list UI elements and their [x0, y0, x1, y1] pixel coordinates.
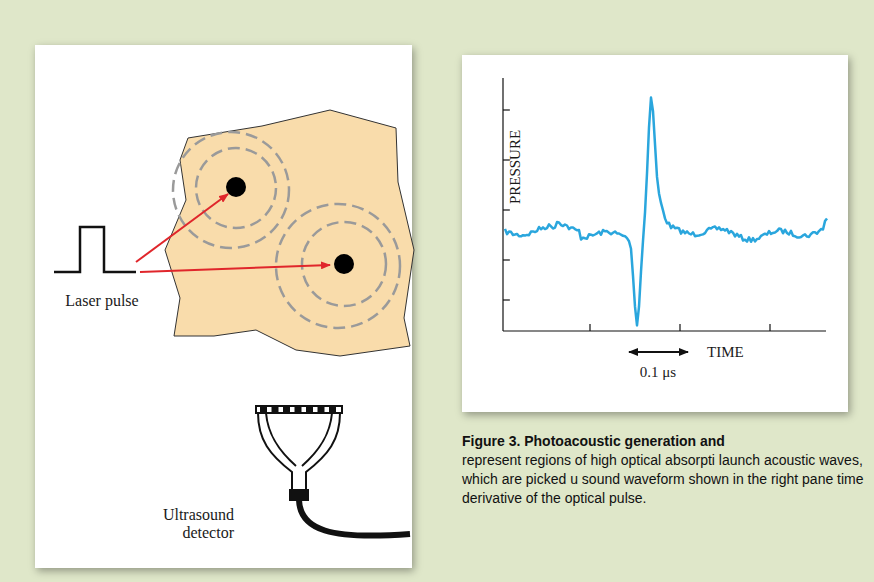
ultrasound-detector-symbol — [256, 406, 410, 536]
pressure-waveform — [505, 98, 827, 326]
detector-label: Ultrasound detector — [110, 506, 234, 542]
laser-arrow — [140, 265, 330, 272]
laser-pulse-symbol — [54, 227, 136, 272]
acoustic-wavefronts — [173, 132, 400, 328]
axis-ticks — [503, 110, 770, 331]
detector-elements — [260, 407, 336, 412]
caption-title: Figure 3. Photoacoustic generation and — [462, 432, 866, 451]
tissue-region — [165, 110, 414, 356]
scale-arrow — [629, 351, 688, 353]
scale-label: 0.1 μs — [640, 363, 676, 381]
absorber-dot — [334, 254, 354, 274]
figure-caption: Figure 3. Photoacoustic generation andre… — [462, 432, 866, 508]
axis-label: PRESSURE — [506, 130, 524, 204]
axis-label: TIME — [707, 343, 744, 361]
laser-arrow — [136, 194, 228, 262]
laser-pulse-label: Laser pulse — [62, 292, 142, 310]
plot-axes — [503, 78, 826, 331]
caption-body: represent regions of high optical absorp… — [462, 451, 866, 508]
absorber-dot — [226, 177, 246, 197]
